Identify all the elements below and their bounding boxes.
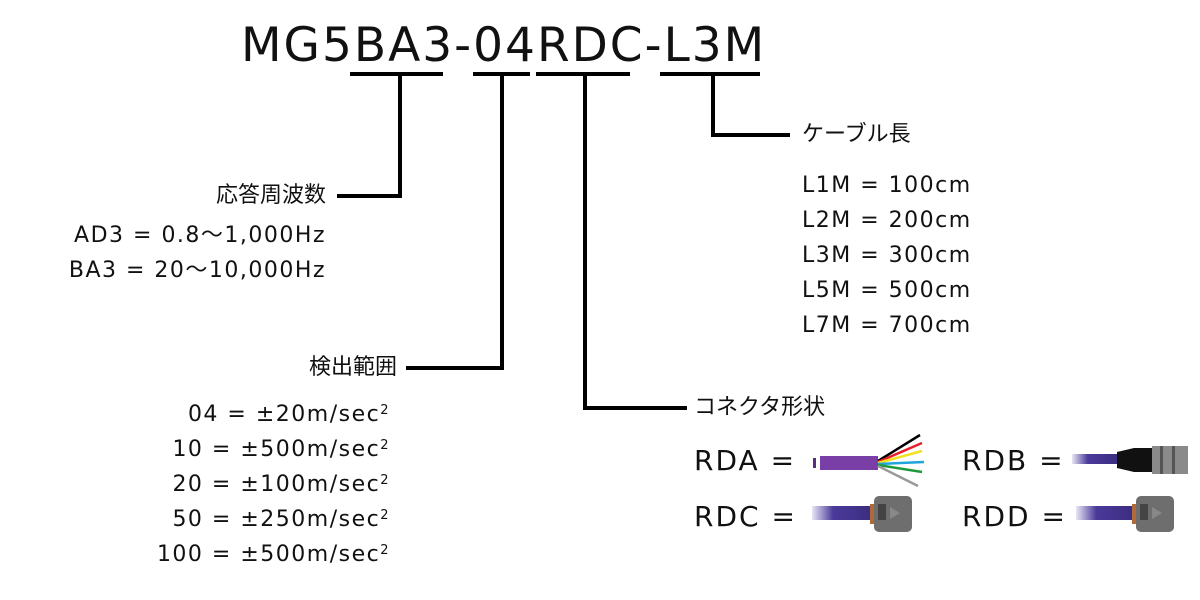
connector-code-rda: RDA =: [694, 444, 797, 477]
range-item: 10 = ±500m/sec2: [172, 437, 390, 462]
connector-code-rdb: RDB =: [962, 444, 1065, 477]
range-item: 100 = ±500m/sec2: [156, 542, 390, 567]
connector-heading: コネクタ形状: [694, 395, 826, 420]
cable-item: L3M = 300cm: [802, 243, 972, 268]
square-connector-cable-icon: [1076, 496, 1174, 532]
connector-leader-line: [583, 74, 687, 410]
cable-item: L2M = 200cm: [802, 208, 972, 233]
connector-code-rdc: RDC =: [694, 500, 797, 533]
connector-code-rdd: RDD =: [962, 500, 1067, 533]
frequency-item: BA3 = 20～10,000Hz: [68, 258, 326, 283]
cable-leader-line: [711, 74, 790, 137]
range-list: 04 = ±20m/sec2 10 = ±500m/sec2 20 = ±100…: [157, 397, 390, 572]
frequency-item: AD3 = 0.8～1,000Hz: [74, 223, 326, 248]
model-code: MG5BA3-04RDC-L3M: [241, 18, 767, 73]
cable-list: L1M = 100cm L2M = 200cm L3M = 300cm L5M …: [802, 168, 972, 343]
frequency-list: AD3 = 0.8～1,000Hz BA3 = 20～10,000Hz: [69, 218, 326, 288]
range-item: 20 = ±100m/sec2: [172, 472, 390, 497]
round-connector-cable-icon: [1072, 446, 1188, 474]
frequency-heading: 応答周波数: [215, 183, 326, 208]
range-item: 04 = ±20m/sec2: [187, 402, 390, 427]
cable-item: L7M = 700cm: [802, 313, 972, 338]
frequency-leader-line: [337, 74, 402, 198]
cable-heading: ケーブル長: [802, 122, 911, 147]
range-item: 50 = ±250m/sec2: [172, 507, 390, 532]
cable-item: L1M = 100cm: [802, 173, 972, 198]
flying-leads-cable-icon: [813, 433, 925, 488]
square-connector-cable-icon: [812, 496, 912, 532]
range-leader-line: [406, 74, 504, 370]
cable-item: L5M = 500cm: [802, 278, 972, 303]
range-heading: 検出範囲: [308, 355, 397, 380]
